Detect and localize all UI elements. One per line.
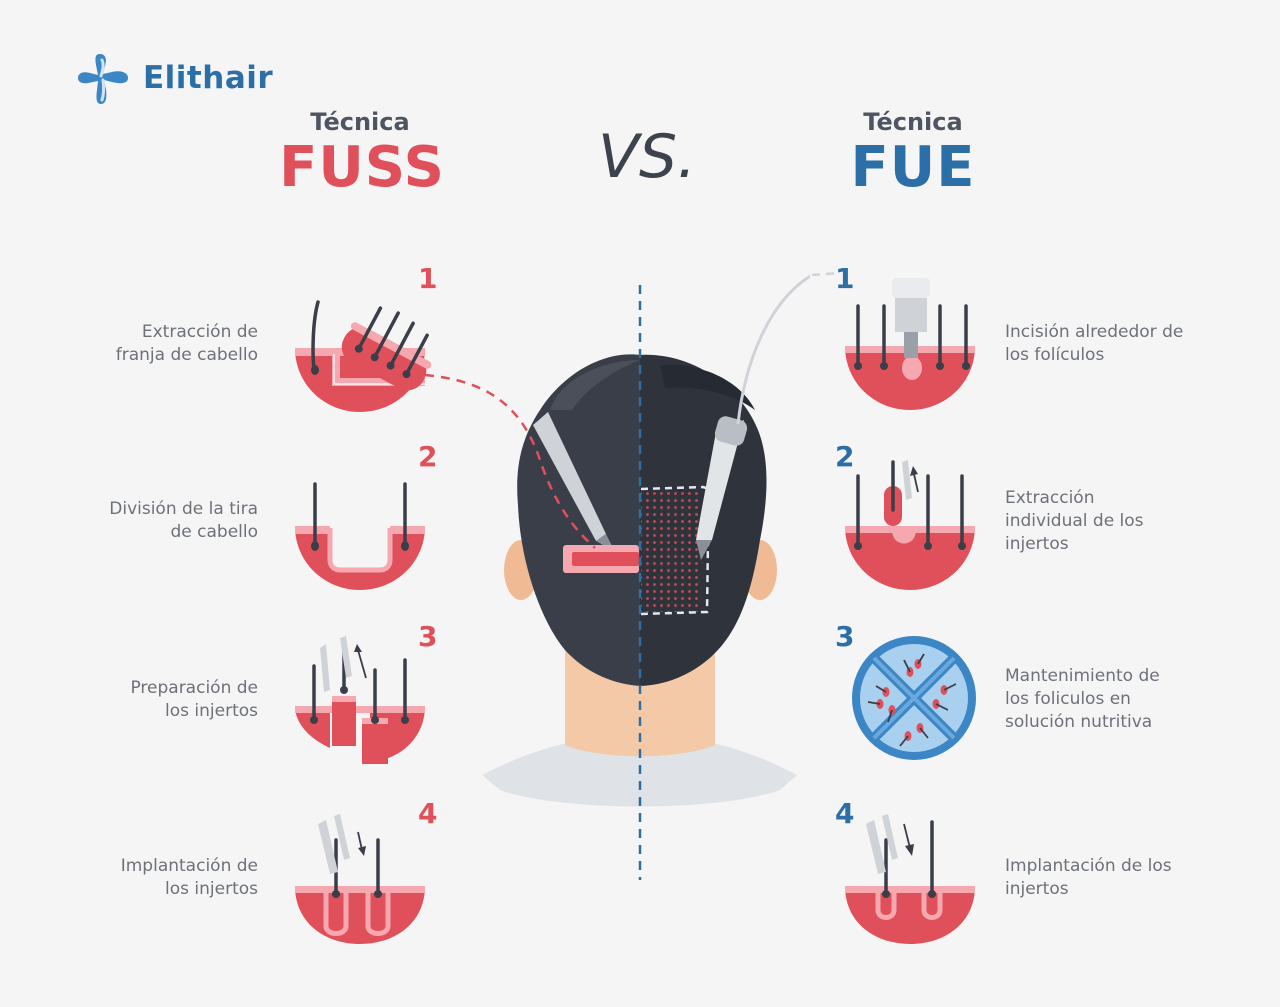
right-step-3-number: 3 xyxy=(835,620,855,653)
right-step-4-caption: Implantación de los injertos xyxy=(1005,855,1215,901)
vs-label: VS. xyxy=(598,122,697,192)
right-step-1-number: 1 xyxy=(835,262,855,295)
left-step-1-caption-text: Extracción de franja de cabello xyxy=(115,322,258,365)
fuss-step-3-illustration xyxy=(295,636,425,764)
fuss-step-1-illustration xyxy=(295,300,432,412)
right-step-2-caption-text: Extracción individual de los injertos xyxy=(1005,488,1144,554)
left-step-2-caption-text: División de la tira de cabello xyxy=(109,499,258,542)
fue-punch-pen xyxy=(696,420,744,540)
fue-connector-line xyxy=(811,271,841,277)
left-step-3-caption: Preparación de los injertos xyxy=(58,677,258,723)
fue-donor-area xyxy=(641,490,704,612)
left-step-4-caption: Implantación de los injertos xyxy=(58,855,258,901)
center-divider xyxy=(638,285,642,880)
left-step-1-caption: Extracción de franja de cabello xyxy=(58,321,258,367)
left-step-4-number: 4 xyxy=(418,797,438,830)
brand-name: Elithair xyxy=(143,60,274,96)
fue-step-1-illustration xyxy=(845,278,975,410)
right-technique-title: FUE xyxy=(850,135,976,200)
left-step-3-caption-text: Preparación de los injertos xyxy=(130,678,258,721)
right-step-1-caption-text: Incisión alrededor de los folículos xyxy=(1005,322,1184,365)
fuss-connector-line xyxy=(424,373,596,549)
fuss-step-4-illustration xyxy=(295,814,425,944)
fue-step-2-illustration xyxy=(845,460,975,590)
fuss-step-2-illustration xyxy=(295,482,425,590)
left-step-1-number: 1 xyxy=(418,262,438,295)
elithair-logo-icon xyxy=(78,54,128,104)
left-step-4-caption-text: Implantación de los injertos xyxy=(120,856,258,899)
left-step-2-number: 2 xyxy=(418,440,438,473)
fuss-scalpel xyxy=(533,412,606,541)
fue-step-4-illustration xyxy=(845,814,975,944)
left-tecnica-label: Técnica xyxy=(310,108,410,136)
right-step-3-caption-text: Mantenimiento de los foliculos en soluci… xyxy=(1005,666,1160,732)
fue-step-3-illustration xyxy=(852,636,976,760)
right-step-4-caption-text: Implantación de los injertos xyxy=(1005,856,1172,899)
left-technique-title: FUSS xyxy=(279,135,445,200)
connectors xyxy=(424,271,841,549)
right-tecnica-label: Técnica xyxy=(863,108,963,136)
right-step-3-caption: Mantenimiento de los foliculos en soluci… xyxy=(1005,665,1215,734)
right-step-4-number: 4 xyxy=(835,797,855,830)
left-step-3-number: 3 xyxy=(418,620,438,653)
right-step-2-number: 2 xyxy=(835,440,855,473)
left-step-2-caption: División de la tira de cabello xyxy=(58,498,258,544)
right-step-2-caption: Extracción individual de los injertos xyxy=(1005,487,1215,556)
right-step-1-caption: Incisión alrededor de los folículos xyxy=(1005,321,1215,367)
